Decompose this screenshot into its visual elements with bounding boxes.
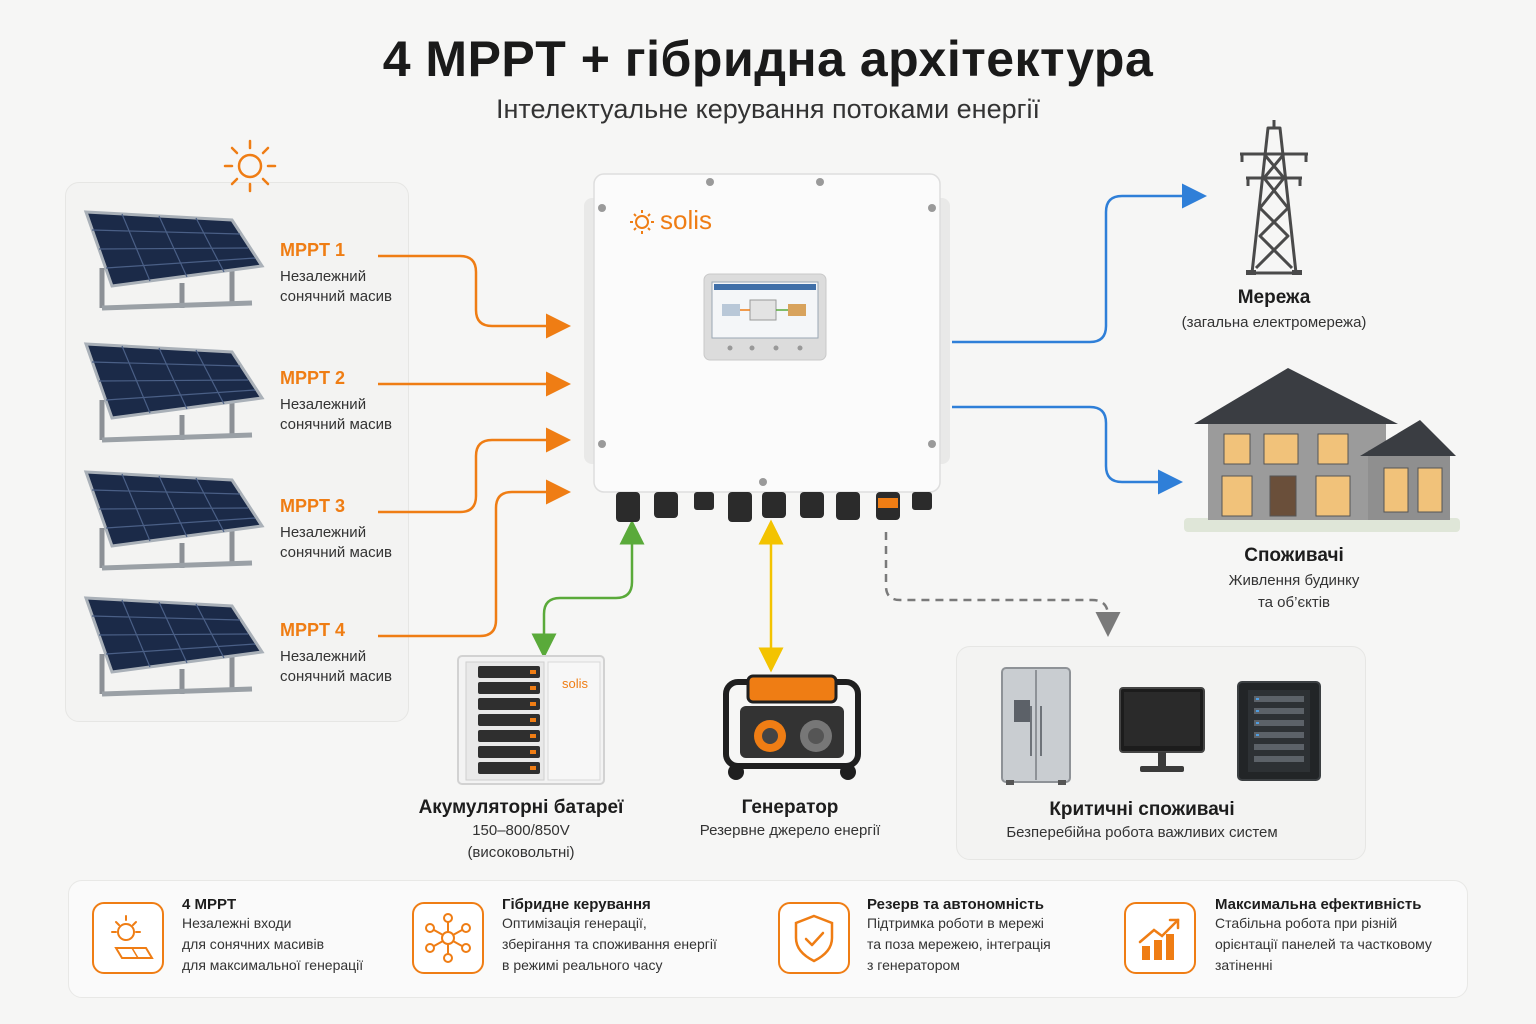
- shield-check-icon: [780, 904, 848, 972]
- generator-icon: [718, 670, 866, 782]
- feature-3-line3: з генератором: [867, 955, 1051, 976]
- mppt-1-line: [378, 256, 566, 326]
- feature-1-line1: Незалежні входи: [182, 913, 363, 934]
- feature-1-text: 4 MPPT Незалежні входи для сонячних маси…: [182, 896, 363, 976]
- feature-2-icon-box: [412, 902, 484, 974]
- feature-4-line1: Стабільна робота при різній: [1215, 913, 1432, 934]
- grid-title: Мережа: [1124, 287, 1424, 309]
- feature-3-title: Резерв та автономність: [867, 896, 1051, 913]
- feature-2-line3: в режимі реального часу: [502, 955, 717, 976]
- feature-3-line1: Підтримка роботи в мережі: [867, 913, 1051, 934]
- battery-subtitle-line1: 150–800/850V: [380, 820, 662, 842]
- feature-2-line1: Оптимізація генерації,: [502, 913, 717, 934]
- feature-1-icon-box: [92, 902, 164, 974]
- feature-4-line3: затіненні: [1215, 955, 1432, 976]
- growth-chart-icon: [1126, 904, 1194, 972]
- feature-4-text: Максимальна ефективність Стабільна робот…: [1215, 896, 1432, 976]
- solis-inverter: [582, 172, 952, 532]
- generator-title: Генератор: [640, 797, 940, 819]
- battery-line: [544, 532, 632, 646]
- consumers-subtitle-line2: та об’єктів: [1144, 592, 1444, 614]
- feature-3-line2: та поза мережею, інтеграція: [867, 934, 1051, 955]
- house-icon: [1184, 364, 1460, 532]
- network-hub-icon: [414, 904, 482, 972]
- mppt-3-line: [378, 440, 566, 512]
- feature-4-title: Максимальна ефективність: [1215, 896, 1432, 913]
- battery-brand-logo: solis: [562, 676, 588, 691]
- consumers-line: [952, 407, 1178, 482]
- consumers-title: Споживачі: [1144, 545, 1444, 567]
- feature-3-text: Резерв та автономність Підтримка роботи …: [867, 896, 1051, 976]
- battery-cabinet-icon: [456, 654, 606, 786]
- feature-4-line2: орієнтації панелей та частковому: [1215, 934, 1432, 955]
- feature-1-title: 4 MPPT: [182, 896, 363, 913]
- feature-1-line3: для максимальної генерації: [182, 955, 363, 976]
- mppt-4-line: [378, 492, 566, 636]
- feature-2-line2: зберігання та споживання енергії: [502, 934, 717, 955]
- monitor-icon: [1118, 686, 1206, 776]
- server-rack-icon: [1236, 680, 1322, 782]
- inverter-brand-logo: solis: [660, 205, 712, 236]
- battery-title: Акумуляторні батареї: [380, 797, 662, 819]
- critical-line: [886, 532, 1108, 632]
- feature-2-title: Гібридне керування: [502, 896, 717, 913]
- critical-subtitle: Безперебійна робота важливих систем: [956, 822, 1328, 844]
- consumers-subtitle-line1: Живлення будинку: [1144, 570, 1444, 592]
- grid-subtitle: (загальна електромережа): [1124, 312, 1424, 334]
- feature-3-icon-box: [778, 902, 850, 974]
- feature-1-line2: для сонячних масивів: [182, 934, 363, 955]
- solar-sun-icon: [94, 904, 162, 972]
- feature-4-icon-box: [1124, 902, 1196, 974]
- critical-title: Критичні споживачі: [956, 799, 1328, 821]
- battery-subtitle-line2: (високовольтні): [380, 842, 662, 864]
- refrigerator-icon: [1000, 666, 1072, 786]
- feature-2-text: Гібридне керування Оптимізація генерації…: [502, 896, 717, 976]
- generator-subtitle: Резервне джерело енергії: [640, 820, 940, 842]
- power-tower-icon: [1236, 118, 1312, 276]
